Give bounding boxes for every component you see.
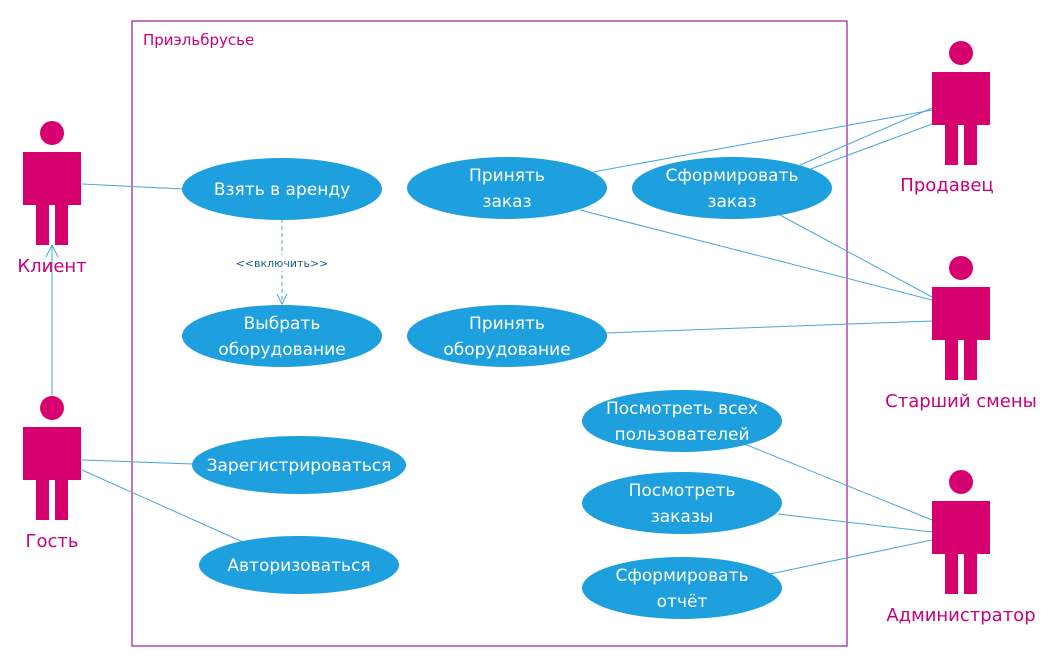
use-case-shape: [407, 305, 607, 367]
system-boundary: [131, 20, 848, 647]
actor-icon: [932, 256, 990, 380]
actor-name-seller: Продавец: [900, 175, 993, 196]
use-case-label-line1: Посмотреть: [629, 481, 736, 501]
use-case-register[interactable]: Зарегистрироваться: [192, 436, 406, 494]
include-label-bg: [230, 255, 334, 271]
use-case-label: Авторизоваться: [227, 556, 370, 576]
use-case-login[interactable]: Авторизоваться: [199, 536, 399, 594]
assoc-seller-form-order-2: [799, 123, 933, 174]
assoc-admin-view-users: [741, 442, 933, 521]
use-case-shape: [182, 158, 382, 220]
use-case-view-orders[interactable]: Посмотреть заказы: [582, 472, 782, 534]
use-case-form-report[interactable]: Сформировать отчёт: [582, 557, 782, 619]
assoc-admin-form-report: [769, 539, 933, 575]
use-case-rent[interactable]: Взять в аренду: [182, 158, 382, 220]
use-case-accept-equipment[interactable]: Принять оборудование: [407, 305, 607, 367]
assoc-senior-accept-equipment: [605, 320, 933, 334]
assoc-client-rent: [81, 183, 184, 190]
use-case-label-line1: Выбрать: [244, 314, 321, 334]
actor-name-guest: Гость: [26, 531, 79, 552]
use-case-choose-equipment[interactable]: Выбрать оборудование: [182, 305, 382, 367]
assoc-admin-view-orders: [777, 513, 933, 533]
use-case-label-line2: заказы: [651, 507, 714, 527]
use-case-label-line2: заказ: [482, 192, 531, 212]
assoc-seller-accept-order: [592, 109, 933, 173]
use-case-shape: [632, 157, 832, 219]
actor-name-senior: Старший смены: [885, 391, 1037, 412]
use-case-label-line1: Принять: [469, 314, 545, 334]
actor-name-admin: Администратор: [886, 605, 1035, 626]
use-case-label-line1: Посмотреть всех: [606, 399, 758, 419]
use-case-view-users[interactable]: Посмотреть всех пользователей: [582, 390, 782, 452]
use-case-label: Взять в аренду: [214, 180, 350, 200]
use-case-accept-order[interactable]: Принять заказ: [407, 157, 607, 219]
assoc-guest-login: [81, 469, 244, 543]
actor-guest[interactable]: [23, 396, 81, 520]
use-case-label-line2: оборудование: [218, 340, 345, 360]
use-case-label-line2: оборудование: [443, 340, 570, 360]
use-case-shape: [182, 305, 382, 367]
use-case-label-line2: пользователей: [614, 425, 749, 445]
system-title: Приэльбрусье: [143, 31, 254, 49]
use-case-form-order[interactable]: Сформировать заказ: [632, 157, 832, 219]
use-case-label-line1: Сформировать: [665, 166, 798, 186]
actor-name-client: Клиент: [17, 256, 86, 277]
actor-seller[interactable]: [932, 41, 990, 165]
assoc-guest-register: [81, 459, 194, 465]
use-case-label: Зарегистрироваться: [207, 456, 392, 476]
include-arrowhead: [276, 293, 288, 306]
include-label: <<включить>>: [236, 257, 329, 270]
use-case-shape: [582, 390, 782, 452]
actor-icon: [932, 470, 990, 594]
use-case-shape: [582, 557, 782, 619]
actor-icon: [932, 41, 990, 165]
use-case-shape: [192, 436, 406, 494]
use-case-shape: [407, 157, 607, 219]
use-case-shape: [199, 536, 399, 594]
actor-client[interactable]: [23, 121, 81, 245]
assoc-seller-form-order-1: [799, 107, 933, 166]
use-case-label-line1: Сформировать: [615, 566, 748, 586]
actor-icon: [23, 396, 81, 520]
use-case-shape: [582, 472, 782, 534]
actor-senior[interactable]: [932, 256, 990, 380]
generalization-arrowhead: [45, 243, 59, 258]
assoc-senior-accept-order: [579, 209, 933, 301]
use-case-label-line1: Принять: [469, 166, 545, 186]
use-case-label-line2: отчёт: [657, 592, 708, 612]
actor-icon: [23, 121, 81, 245]
use-case-label-line2: заказ: [707, 192, 756, 212]
actor-admin[interactable]: [932, 470, 990, 594]
assoc-senior-form-order: [779, 214, 933, 298]
associations: <<включить>>: [45, 107, 933, 575]
